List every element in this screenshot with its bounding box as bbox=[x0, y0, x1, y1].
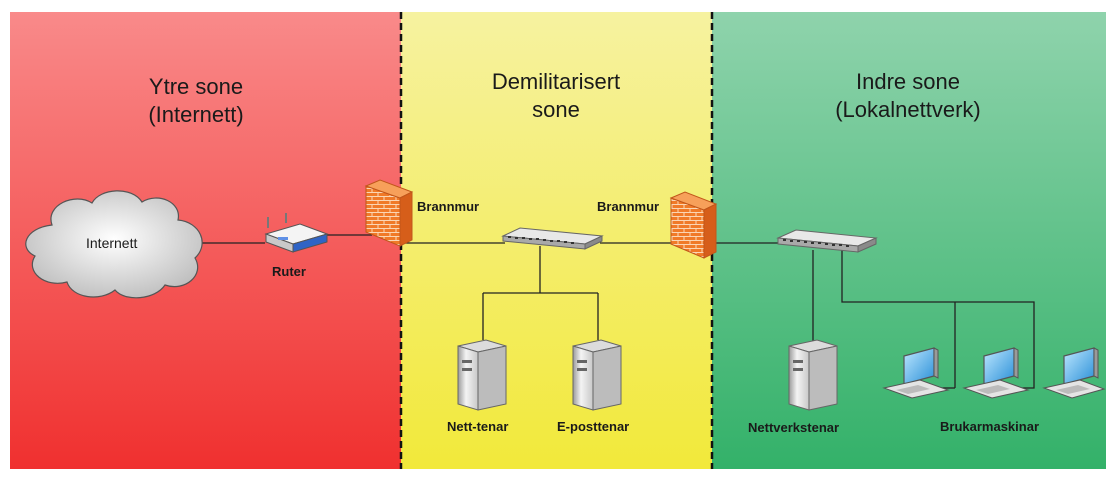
firewall-inner-label: Brannmur bbox=[597, 199, 660, 214]
web-server-label: Nett-tenar bbox=[447, 419, 509, 434]
workstation-icon bbox=[1042, 347, 1106, 399]
connection-lines bbox=[202, 234, 1035, 389]
workstation-icon bbox=[962, 347, 1030, 399]
server-icon bbox=[572, 339, 622, 411]
router-label: Ruter bbox=[272, 264, 306, 279]
firewall-icon bbox=[364, 179, 414, 247]
cloud-icon bbox=[25, 190, 203, 299]
dmz-zone-title: Demilitarisert sone bbox=[491, 69, 621, 122]
server-icon bbox=[788, 339, 838, 411]
firewall-icon bbox=[669, 191, 718, 259]
switch-icon bbox=[776, 229, 878, 253]
mail-server-label: E-posttenar bbox=[557, 419, 630, 434]
workstation-icon bbox=[882, 347, 950, 399]
internet-label: Internett bbox=[86, 235, 138, 251]
inner-zone-title: Indre sone (Lokalnettverk) bbox=[835, 69, 981, 122]
firewall-outer-label: Brannmur bbox=[417, 199, 480, 214]
switch-icon bbox=[501, 227, 604, 250]
router-icon bbox=[264, 213, 329, 253]
server-icon bbox=[457, 339, 507, 411]
user-machines-label: Brukarmaskinar bbox=[940, 419, 1039, 434]
network-server-label: Nettverkstenar bbox=[748, 420, 840, 435]
outer-zone-title: Ytre sone (Internett) bbox=[148, 74, 244, 127]
